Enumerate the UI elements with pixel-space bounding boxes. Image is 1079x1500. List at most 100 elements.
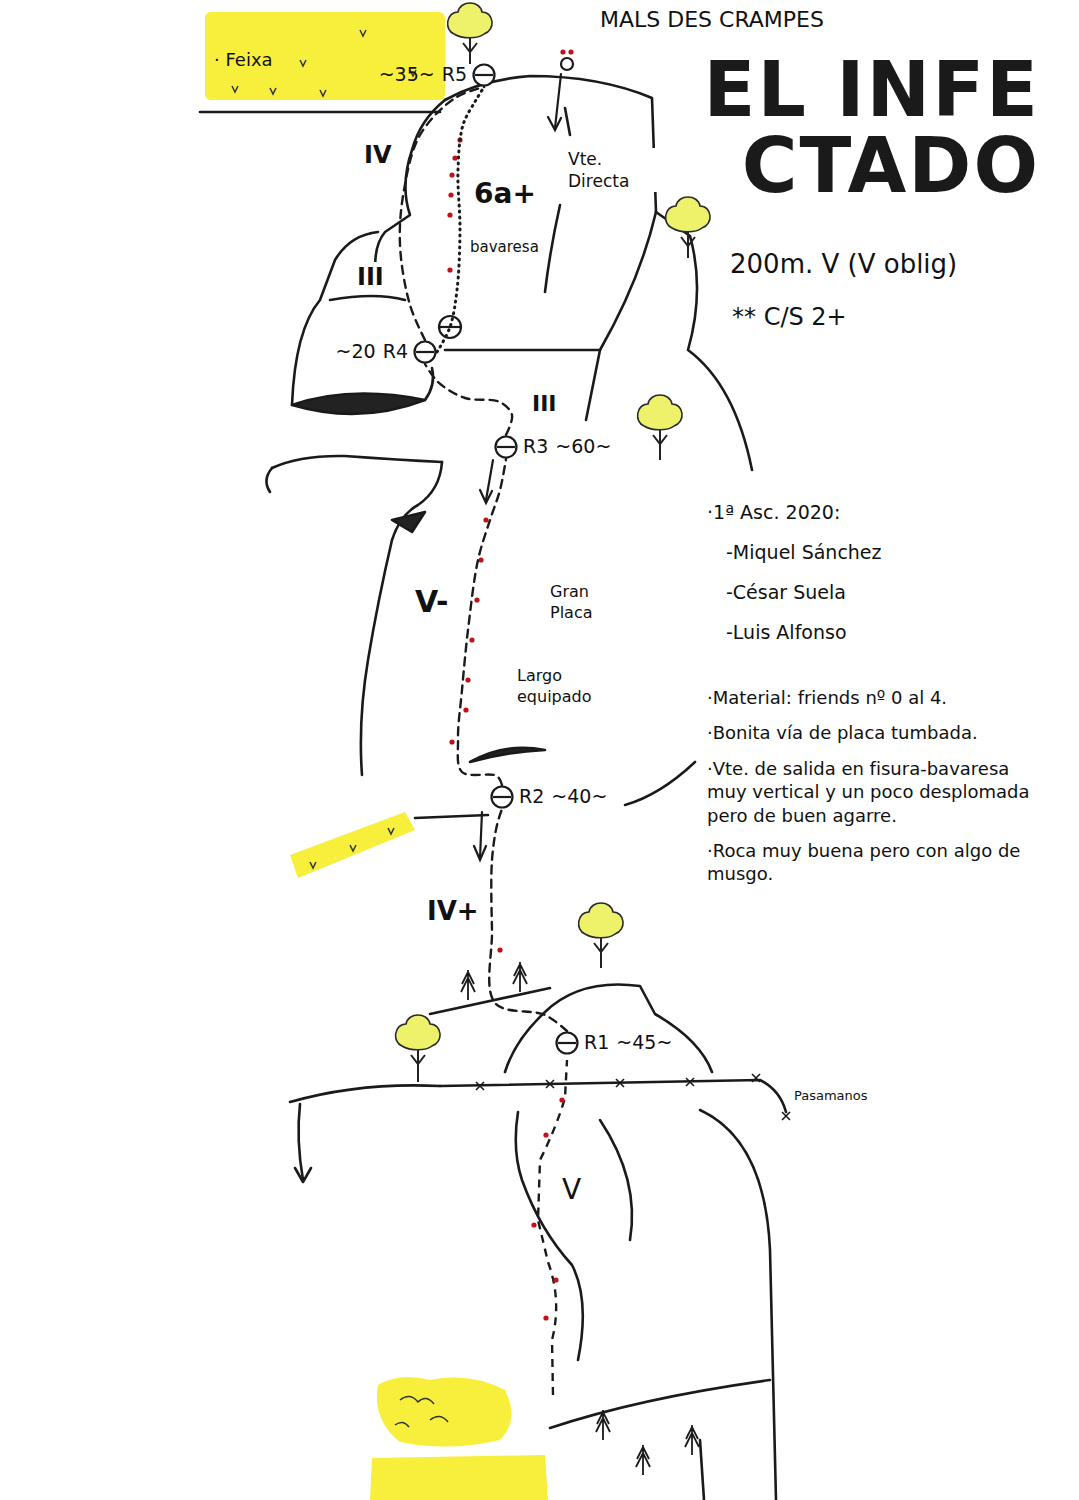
climber-name: -César Suela bbox=[724, 580, 848, 605]
grass-tick bbox=[320, 90, 326, 96]
conifer bbox=[685, 1425, 699, 1455]
gear-note: ·Material: friends nº 0 al 4. bbox=[705, 686, 1074, 709]
belay-station: R1~45~ bbox=[555, 1031, 674, 1055]
first-ascent: ·1ª Asc. 2020: bbox=[705, 500, 842, 525]
station-label: ~20 bbox=[334, 341, 378, 363]
belay-symbol bbox=[492, 787, 513, 808]
bolt bbox=[478, 557, 483, 562]
grass-tick bbox=[360, 30, 366, 36]
pitch-grade: IV+ bbox=[425, 895, 481, 929]
route-note: ·Vte. de salida en fisura-bavaresa muy v… bbox=[705, 757, 1039, 827]
climber-name: -Miquel Sánchez bbox=[724, 540, 884, 565]
belay-station: ~35~R5 bbox=[377, 63, 496, 87]
belay-symbol bbox=[555, 1031, 579, 1055]
rock-outline bbox=[299, 1104, 303, 1180]
rock-outline bbox=[392, 512, 425, 532]
rock-outline bbox=[600, 1120, 632, 1240]
tree bbox=[638, 395, 682, 430]
station-label: R2 bbox=[517, 786, 546, 808]
rock-outline bbox=[330, 296, 405, 300]
rock-outline bbox=[470, 748, 545, 762]
marker-highlight bbox=[370, 1455, 548, 1500]
route-title: EL INFE CTADO bbox=[690, 52, 1040, 204]
bolt bbox=[463, 707, 468, 712]
bolt bbox=[465, 677, 470, 682]
station-label: R1 bbox=[582, 1032, 611, 1054]
rock-outline bbox=[700, 1110, 776, 1500]
belay-station: ~20R4 bbox=[334, 340, 437, 364]
belay-symbol bbox=[493, 796, 511, 798]
belay-symbol bbox=[557, 1033, 578, 1054]
tree bbox=[666, 197, 710, 258]
pitch-grade: V bbox=[560, 1172, 583, 1208]
rock-outline bbox=[266, 468, 272, 492]
handrail-mark bbox=[476, 1074, 790, 1120]
variant-name: Vte. Directa bbox=[566, 148, 660, 192]
bolt bbox=[447, 212, 452, 217]
face-name: Gran Placa bbox=[548, 582, 622, 624]
belay-symbol bbox=[496, 437, 517, 458]
rock-outline bbox=[292, 232, 378, 405]
rock-outline bbox=[625, 762, 695, 805]
route-pitch bbox=[489, 809, 567, 1031]
route-pitch bbox=[425, 364, 512, 435]
pitch-note: Largo equipado bbox=[515, 666, 619, 708]
crag-name: MALS DES CRAMPES bbox=[598, 6, 826, 35]
bolt bbox=[449, 739, 454, 744]
bolt bbox=[449, 172, 454, 177]
bolt bbox=[553, 1277, 558, 1282]
grass-tick bbox=[232, 30, 448, 1427]
bolt bbox=[483, 517, 488, 522]
bolt bbox=[497, 947, 502, 952]
climber-name: -Luis Alfonso bbox=[724, 620, 849, 645]
grass-tick bbox=[400, 1396, 434, 1404]
rock-outline bbox=[505, 984, 712, 1072]
station-label: ~35~ bbox=[377, 64, 437, 86]
bolt bbox=[543, 1132, 548, 1137]
pitch-length: ~45~ bbox=[614, 1032, 674, 1054]
rock-outline bbox=[290, 1085, 440, 1102]
grass-tick bbox=[430, 1416, 448, 1422]
tree bbox=[579, 903, 623, 968]
pitch-grade: 6a+ bbox=[472, 176, 538, 212]
rock-outline bbox=[272, 456, 442, 468]
rock-outline bbox=[415, 815, 488, 818]
bolt bbox=[559, 1097, 564, 1102]
conifer bbox=[461, 962, 699, 1475]
grass-tick bbox=[388, 828, 394, 834]
belay-station: R2~40~ bbox=[490, 785, 609, 809]
belay-station: R3~60~ bbox=[494, 435, 613, 459]
pitch-length: R5 bbox=[440, 64, 469, 86]
pitch-length: ~60~ bbox=[553, 436, 613, 458]
rock-outline bbox=[586, 350, 600, 420]
tree bbox=[448, 3, 492, 64]
rock-outline bbox=[700, 1440, 704, 1500]
route-note: ·Roca muy buena pero con algo de musgo. bbox=[705, 839, 1039, 886]
rock-outline bbox=[445, 212, 656, 350]
belay-station bbox=[439, 316, 461, 338]
station-label: R3 bbox=[521, 436, 550, 458]
bolt bbox=[560, 49, 565, 54]
variant-style: bavaresa bbox=[468, 238, 541, 258]
grass-tick bbox=[395, 1422, 409, 1427]
belay-symbol bbox=[558, 1042, 576, 1044]
conifer bbox=[461, 970, 475, 1000]
rock-outline bbox=[516, 1112, 583, 1360]
bolt bbox=[543, 1315, 548, 1320]
rappel-arrow bbox=[480, 812, 482, 858]
grass-tick bbox=[310, 862, 316, 868]
bolt bbox=[447, 267, 452, 272]
tree bbox=[448, 3, 492, 38]
marker-highlight bbox=[205, 12, 548, 1500]
grass-tick bbox=[350, 845, 356, 851]
route-length: 200m. V (V oblig) bbox=[728, 248, 959, 282]
belay-symbol bbox=[416, 351, 434, 353]
marker-highlight bbox=[377, 1377, 511, 1447]
bolt bbox=[474, 597, 479, 602]
marker-highlight bbox=[290, 812, 415, 878]
rappel-arrow bbox=[474, 846, 486, 860]
tree bbox=[396, 1015, 440, 1050]
ledge-name: · Feixa bbox=[212, 48, 275, 71]
grass-tick bbox=[270, 88, 276, 94]
grass-tick bbox=[232, 86, 238, 92]
